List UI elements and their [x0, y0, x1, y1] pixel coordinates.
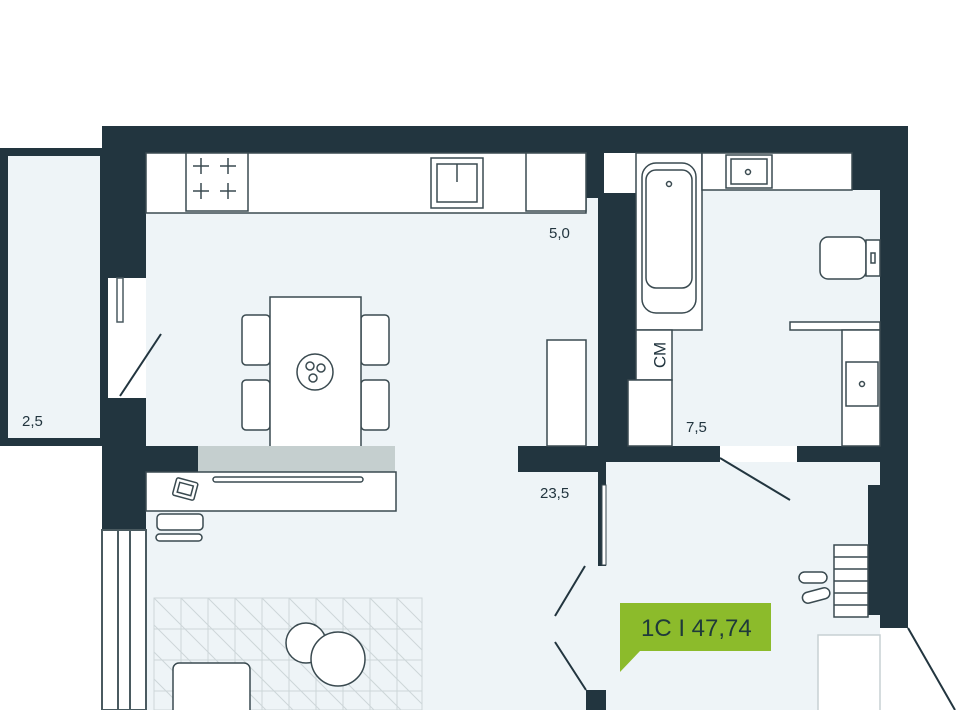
apartment-badge: 1С І 47,74: [620, 603, 771, 672]
bathroom-door-swing: [719, 457, 791, 501]
kitchen-sink-icon: [430, 157, 484, 209]
closet-door: [601, 484, 607, 566]
bath-wall-niche: [604, 153, 636, 193]
balcony-door-swing: [119, 333, 162, 397]
bathroom-area: 7,5: [686, 419, 707, 436]
balcony-area: 2,5: [22, 413, 43, 430]
apartment-label: 1С І 47,74: [641, 615, 752, 642]
toilet-icon: [819, 236, 881, 280]
cabinet: [546, 339, 587, 447]
entry-door-swing: [554, 565, 587, 691]
front-door-swing: [907, 627, 956, 710]
balcony-door-leaf: [116, 277, 124, 323]
dining-table: [241, 296, 390, 448]
bathtub: [635, 152, 703, 331]
bathroom-sink-icon: [701, 152, 853, 191]
walls: [102, 126, 908, 710]
slippers-icon: [798, 571, 831, 604]
shoe-rack: [833, 544, 869, 618]
kitchen-area: 5,0: [549, 225, 570, 242]
kitchen-counter: [145, 152, 587, 214]
window: [101, 529, 147, 710]
living-kitchen-floor: [146, 153, 598, 710]
balcony-floor: [8, 156, 102, 438]
coffee-tables: [285, 622, 366, 687]
laptop-icon: [172, 477, 199, 501]
wardrobe: [817, 634, 881, 710]
living-area: 23,5: [540, 485, 569, 502]
washing-machine: [635, 329, 673, 381]
bath-cabinet: [627, 379, 673, 447]
washbasin-icon: [841, 329, 881, 447]
stove-icon: [193, 158, 236, 199]
armchair: [172, 662, 251, 710]
balcony-outline: [0, 148, 108, 446]
washer-label: СМ: [650, 342, 669, 368]
partition-strip: [198, 446, 395, 472]
shelf: [789, 321, 881, 331]
